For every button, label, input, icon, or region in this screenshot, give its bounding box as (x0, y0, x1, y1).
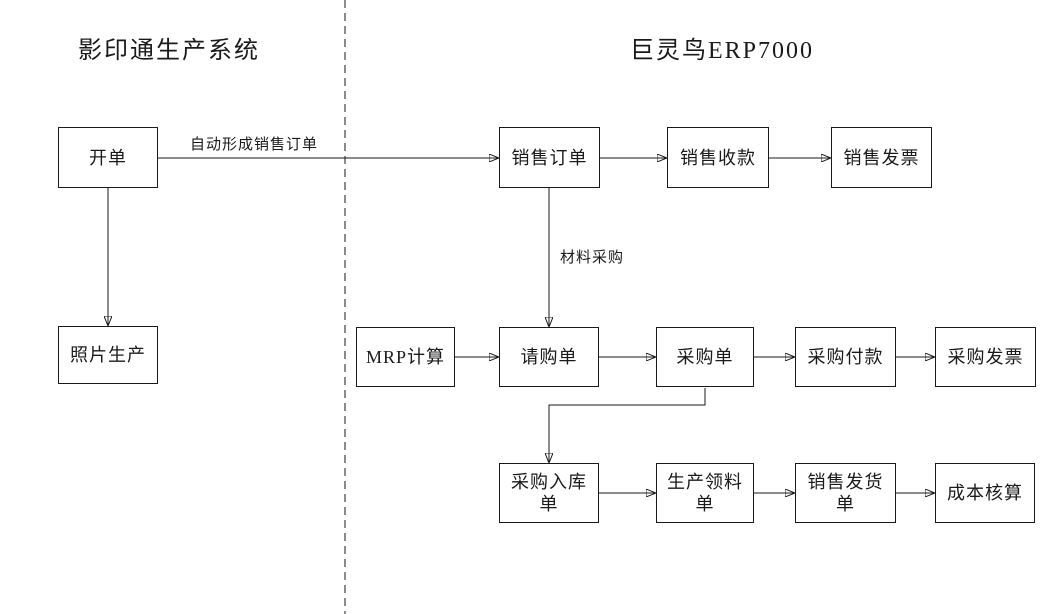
node-sales-delivery-note-label: 销售发货单 (807, 472, 884, 514)
node-purchase-invoice: 采购发票 (935, 327, 1036, 387)
node-sales-order-label: 销售订单 (511, 147, 588, 168)
node-photo-production: 照片生产 (58, 326, 158, 384)
node-sales-receipt: 销售收款 (667, 127, 769, 188)
node-photo-production-label: 照片生产 (70, 345, 146, 365)
node-purchase-order-label: 采购单 (676, 347, 734, 367)
node-cost-accounting-label: 成本核算 (947, 483, 1023, 503)
node-sales-order: 销售订单 (499, 127, 600, 188)
left-section-title: 影印通生产系统 (78, 38, 260, 64)
node-sales-delivery-note: 销售发货单 (795, 463, 896, 523)
node-purchase-payment: 采购付款 (795, 327, 896, 387)
node-sales-invoice-label: 销售发票 (843, 147, 920, 168)
node-production-material-issue-label: 生产领料单 (667, 472, 743, 514)
node-purchase-receipt-note: 采购入库单 (499, 463, 599, 523)
node-sales-receipt-label: 销售收款 (680, 147, 756, 168)
node-mrp-calculation-label: MRP计算 (365, 347, 446, 367)
node-production-material-issue: 生产领料单 (656, 463, 754, 523)
node-open-order-label: 开单 (89, 147, 127, 168)
node-cost-accounting: 成本核算 (935, 463, 1035, 523)
node-purchase-requisition: 请购单 (499, 327, 599, 387)
node-sales-invoice: 销售发票 (831, 127, 932, 188)
node-purchase-order: 采购单 (656, 327, 754, 387)
edge-label-material-purchase: 材料采购 (560, 250, 625, 266)
node-purchase-invoice-label: 采购发票 (947, 347, 1024, 367)
right-section-title: 巨灵鸟ERP7000 (630, 38, 815, 64)
node-mrp-calculation: MRP计算 (356, 327, 455, 387)
node-purchase-requisition-label: 请购单 (520, 347, 578, 367)
node-purchase-payment-label: 采购付款 (807, 347, 884, 367)
edge-purchase-order-to-purchase-receipt-note (549, 388, 706, 463)
node-purchase-receipt-note-label: 采购入库单 (511, 472, 587, 514)
node-open-order: 开单 (58, 127, 158, 188)
edge-label-auto-create-sales-order: 自动形成销售订单 (190, 137, 319, 153)
